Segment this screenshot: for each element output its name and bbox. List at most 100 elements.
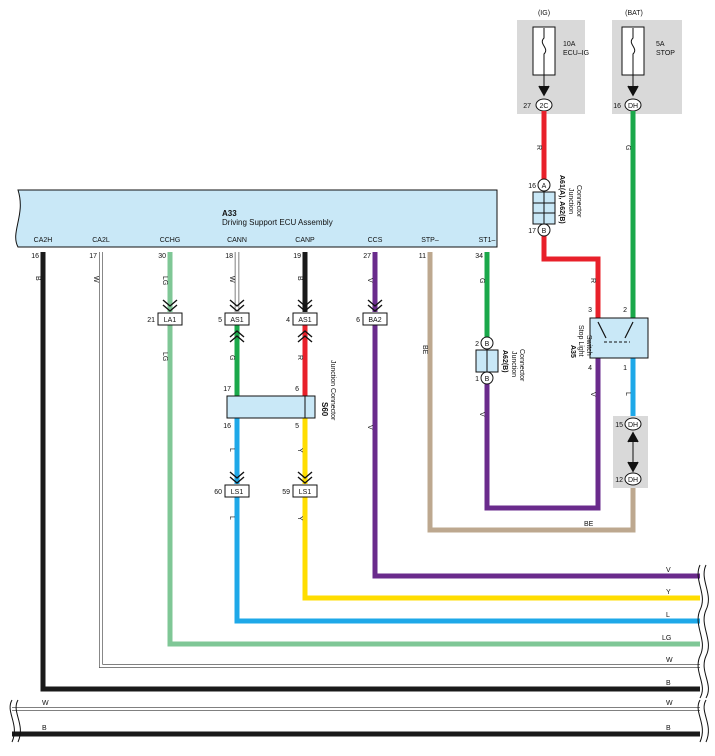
dh-top-conn-label: DH: [628, 422, 638, 429]
bus-label-w: W: [666, 657, 673, 664]
break-right-lower2: [703, 699, 709, 743]
switch-pin-4: 4: [588, 365, 592, 372]
ecu-terminal-3-pin: 18: [225, 253, 233, 260]
wire-labels: R G R B W LG LG W B G R L Y L Y V V BE G…: [34, 145, 631, 528]
fuse-bat-name: STOP: [656, 50, 675, 57]
bus-label-w-left: W: [42, 700, 49, 707]
wire-w-ca2l: [99, 252, 700, 668]
fuse-ig-arrow-icon: [538, 85, 550, 97]
ls1a-name: LS1: [231, 489, 244, 496]
label-l-sw: L: [624, 392, 631, 396]
as1a-box: [224, 312, 250, 326]
ecu-terminal-7-name: ST1–: [479, 237, 496, 244]
a61-title: A61(A), A62(B): [558, 175, 565, 224]
a61-top-pin: 16: [528, 183, 536, 190]
ecu-terminal-0-name: CA2H: [34, 237, 53, 244]
label-r-ig: R: [535, 145, 542, 150]
as1a-name: AS1: [230, 317, 243, 324]
a61-bot-pin: 17: [528, 228, 536, 235]
chevron-icon: [297, 471, 313, 484]
label-lg-top: LG: [161, 276, 168, 285]
break-left-lower: [9, 699, 15, 743]
label-l-low: L: [228, 516, 235, 520]
bus-label-b: B: [666, 680, 671, 687]
label-be-bottom: BE: [584, 521, 594, 528]
a62-sub1: Junction: [510, 351, 517, 377]
ecu-terminals: CA2H16CA2L17CCHG30CANN18CANP19CCS27STP–1…: [31, 237, 495, 260]
la1-name: LA1: [164, 317, 177, 324]
label-w-cann: W: [228, 276, 235, 283]
as1a-pin: 5: [218, 317, 222, 324]
bus-label-v: V: [666, 567, 671, 574]
bus-label-lg: LG: [662, 635, 671, 642]
ecu-terminal-2-name: CCHG: [160, 237, 181, 244]
break-right-upper: [697, 564, 703, 699]
wire-v-switch: [484, 358, 601, 511]
la1-pin: 21: [147, 317, 155, 324]
ecu-a33: A33 Driving Support ECU Assembly CA2H16C…: [15, 189, 498, 260]
ls1b-box: [292, 484, 318, 498]
chevron-icon: [297, 299, 313, 312]
switch-line2: Switch: [585, 335, 592, 356]
as1b-name: AS1: [298, 317, 311, 324]
fuse-ig-rating: 10A: [563, 41, 576, 48]
ls1a-pin: 60: [214, 489, 222, 496]
as1b-pin: 4: [286, 317, 290, 324]
s60-pin-17: 17: [223, 386, 231, 393]
ls1b-pin: 59: [282, 489, 290, 496]
label-r-s60: R: [296, 355, 303, 360]
connector-as1-cann: AS1 5: [218, 299, 250, 343]
fuse-bat-link-icon: [630, 28, 636, 66]
switch-pin-3: 3: [588, 307, 592, 314]
a62-top-pin: 2: [475, 341, 479, 348]
break-left-lower2: [15, 699, 21, 743]
label-be-stp: BE: [421, 345, 428, 355]
label-v-sw: V: [589, 392, 596, 397]
junction-a62: B 2 B 1 A62(B) Junction Connector: [475, 336, 525, 385]
fuse-bat-conn-label: DH: [628, 103, 638, 110]
dh-top-pin: 15: [615, 422, 623, 429]
ecu-terminal-1-pin: 17: [89, 253, 97, 260]
switch-pin-2: 2: [623, 307, 627, 314]
ecu-terminal-4-pin: 19: [293, 253, 301, 260]
ecu-terminal-1-name: CA2L: [92, 237, 110, 244]
a61-sub1: Junction: [567, 188, 574, 214]
bus-labels: V Y L LG W B W B W B: [42, 567, 673, 732]
dh-arrow-up-icon: [627, 431, 639, 443]
label-v-ccs-top: V: [366, 278, 373, 283]
s60-pin-6: 6: [295, 386, 299, 393]
as1b-box: [292, 312, 318, 326]
bus-label-b-left: B: [42, 725, 47, 732]
wire-r-junction-to-switch: [541, 236, 601, 318]
a61-bot-conn-label: B: [542, 228, 547, 235]
dh-top-conn: [624, 417, 642, 431]
switch-code: A35: [569, 345, 576, 358]
ecu-terminal-7-pin: 34: [475, 253, 483, 260]
bus-label-w-right: W: [666, 700, 673, 707]
a61-top-conn: [537, 178, 551, 192]
ba2-name: BA2: [368, 317, 381, 324]
chevron-up-icon: [229, 330, 245, 343]
wire-b-ca2h: [40, 252, 700, 692]
connector-ba2: BA2 6: [356, 299, 388, 326]
ecu-terminal-4-name: CANP: [295, 237, 315, 244]
junction-s60: 17 6 16 5 S60 Junction Connector: [223, 360, 336, 430]
break-right-upper2: [703, 564, 709, 699]
a61-bot-conn: [537, 223, 551, 237]
dh-joint: DH 15 DH 12: [613, 416, 648, 488]
label-lg-mid: LG: [161, 352, 168, 361]
fuse-ig-ecu: (IG) 10A ECU–IG 27 2C: [517, 10, 589, 114]
connector-ls1-y: LS1 59: [282, 471, 318, 498]
label-l-s60: L: [228, 448, 235, 452]
label-y-s60: Y: [296, 448, 303, 453]
junction-a61: A 16 B 17 A61(A), A62(B) Junction Connec…: [528, 175, 582, 237]
label-v-a62: V: [478, 412, 485, 417]
chevron-up-icon: [297, 330, 313, 343]
ecu-a33-body: [15, 189, 498, 248]
a61-top-conn-label: A: [542, 183, 547, 190]
ba2-box: [362, 312, 388, 326]
wire-l-bus: [234, 497, 700, 624]
a62-bot-pin: 1: [475, 376, 479, 383]
label-v-ccs-mid: V: [366, 425, 373, 430]
connector-as1-canp: AS1 4: [286, 299, 318, 343]
